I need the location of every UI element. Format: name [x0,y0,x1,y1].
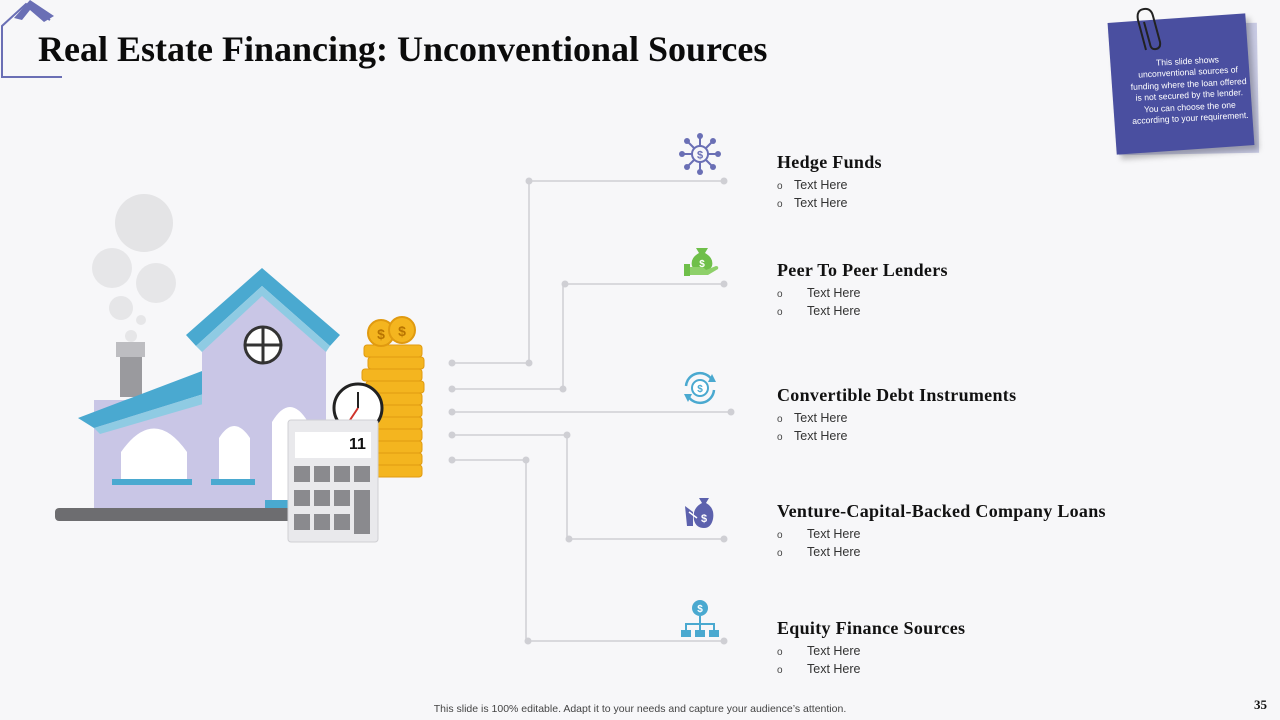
svg-text:$: $ [377,326,385,342]
item-title: Hedge Funds [777,152,882,172]
dollar-cycle-icon: $ [684,371,716,405]
item-title: Equity Finance Sources [777,618,966,638]
svg-text:$: $ [697,384,703,395]
paperclip-icon [1136,7,1162,51]
svg-text:$: $ [701,513,707,525]
svg-text:$: $ [398,323,406,339]
svg-text:$: $ [699,259,705,270]
money-bag-handshake-icon: $ [685,498,714,528]
dollar-hierarchy-icon: $ [681,600,719,637]
sticky-note-text: This slide shows unconventional sources … [1130,54,1249,127]
page-title: Real Estate Financing: Unconventional So… [38,29,768,69]
item-title: Convertible Debt Instruments [777,385,1017,405]
item-title: Venture-Capital-Backed Company Loans [777,501,1106,521]
svg-text:$: $ [697,604,703,615]
corner-house-icon [1,0,62,78]
calculator-display: 11 [349,436,366,453]
item-title: Peer To Peer Lenders [777,260,948,280]
page-number: 35 [1254,697,1267,712]
house-finance-illustration: $ $ [55,194,425,543]
connector-lines [448,177,735,645]
svg-text:$: $ [697,150,703,162]
money-bag-hand-icon: $ [684,248,719,276]
footer-note: This slide is 100% editable. Adapt it to… [433,703,847,715]
network-dollar-icon: $ [679,133,721,175]
